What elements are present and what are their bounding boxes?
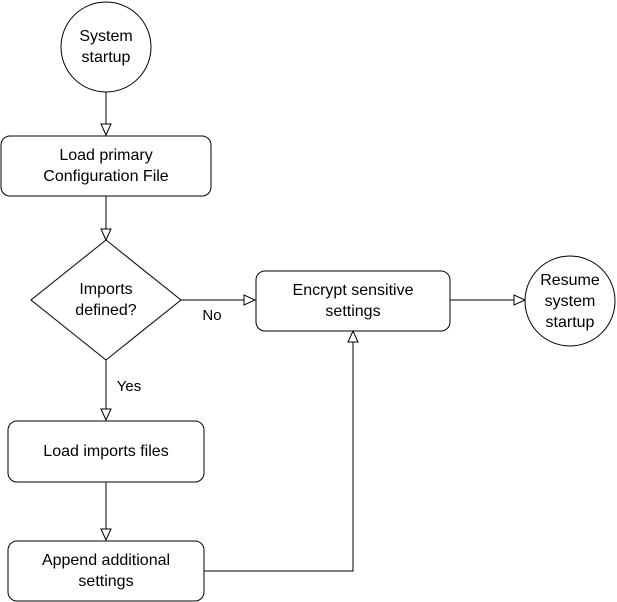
node-system-startup-label: System startup	[79, 28, 133, 66]
node-system-startup-shape	[60, 1, 152, 93]
node-load-imports-shape	[7, 420, 205, 483]
arrowhead-imports-defined	[100, 228, 112, 242]
edge-label-no: No	[202, 307, 222, 324]
node-imports-defined-label: Imports defined?	[75, 281, 137, 319]
node-load-primary-shape	[0, 135, 212, 197]
node-resume-label: Resume system startup	[540, 271, 600, 331]
node-append-label: Append additional settings	[41, 552, 171, 590]
arrowhead-encrypt-from-no	[243, 294, 257, 306]
edge-append-to-encrypt	[204, 342, 354, 572]
node-load-imports-label: Load imports files	[43, 443, 169, 460]
node-resume-shape	[524, 255, 616, 347]
arrowhead-load-imports	[100, 408, 112, 422]
arrowhead-resume	[513, 294, 527, 306]
arrowhead-append	[100, 528, 112, 542]
node-imports-defined-shape	[30, 239, 182, 361]
node-load-primary-label: Load primary Configuration File	[43, 147, 169, 185]
edge-label-yes: Yes	[116, 378, 142, 395]
node-encrypt-label: Encrypt sensitive settings	[292, 282, 414, 320]
arrowhead-load-primary	[100, 123, 112, 137]
node-append-shape	[7, 540, 205, 602]
node-encrypt-shape	[255, 270, 451, 332]
arrowhead-encrypt-from-append	[347, 329, 359, 343]
